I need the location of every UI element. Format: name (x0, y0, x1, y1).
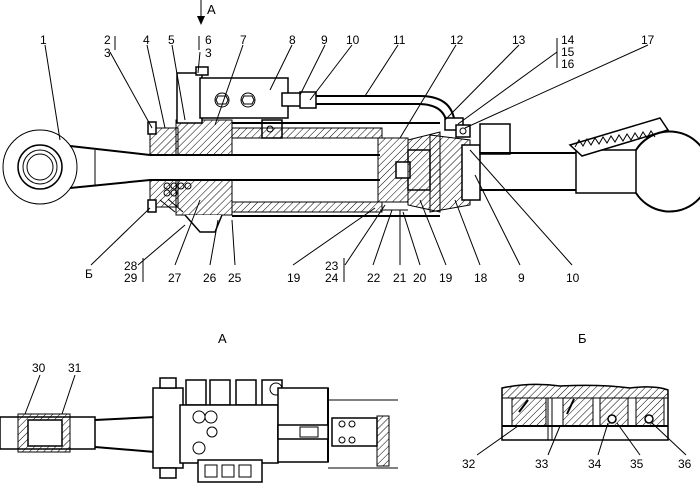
callout-19b: 19 (439, 271, 453, 285)
callout-9b: 9 (518, 271, 525, 285)
main-assembly: А (2, 0, 700, 285)
view-a-arrow: А (197, 0, 216, 25)
callout-3: 3 (104, 46, 111, 60)
detail-a-rod-end (0, 413, 156, 453)
callout-36: 36 (678, 457, 692, 471)
callout-3b: 3 (205, 46, 212, 60)
callout-18: 18 (474, 271, 488, 285)
detail-a-leaders (24, 374, 76, 415)
piston-rod (94, 150, 380, 185)
callout-20: 20 (413, 271, 427, 285)
callout-24: 24 (325, 271, 339, 285)
callout-2: 2 (104, 33, 111, 47)
detail-a-tube-and-port (277, 387, 398, 469)
callout-30: 30 (32, 361, 46, 375)
detail-a-valve-block (179, 382, 283, 483)
detail-b-section (501, 383, 669, 441)
callout-9: 9 (321, 33, 328, 47)
top-leaders (44, 36, 649, 141)
rear-cap (407, 123, 511, 213)
callout-10b: 10 (566, 271, 580, 285)
callout-13: 13 (512, 33, 526, 47)
view-a-marker: А (207, 2, 216, 17)
callout-5: 5 (168, 33, 175, 47)
callout-27: 27 (168, 271, 182, 285)
callout-15: 15 (561, 45, 575, 59)
callout-28: 28 (124, 259, 138, 273)
callout-33: 33 (535, 457, 549, 471)
detail-b-leaders (476, 422, 687, 456)
callout-12: 12 (450, 33, 464, 47)
callout-16: 16 (561, 57, 575, 71)
callout-31: 31 (68, 361, 82, 375)
callout-6: 6 (205, 33, 212, 47)
front-gland (147, 119, 233, 233)
callout-11: 11 (393, 33, 406, 47)
left-eye-lug (2, 129, 151, 205)
callout-10: 10 (346, 33, 360, 47)
detail-a-title: А (218, 331, 227, 346)
callout-19a: 19 (287, 271, 301, 285)
callout-17: 17 (641, 33, 655, 47)
callout-8: 8 (289, 33, 296, 47)
callout-29: 29 (124, 271, 138, 285)
callout-22: 22 (367, 271, 381, 285)
callout-b-section: Б (85, 267, 93, 281)
bottom-callouts: Б 28 29 27 26 25 19 23 24 22 21 20 19 18… (85, 259, 580, 285)
oil-pipe (299, 91, 464, 131)
callout-23: 23 (325, 259, 339, 273)
detail-a: А (0, 331, 398, 483)
callout-1: 1 (40, 33, 47, 47)
callout-14: 14 (561, 33, 575, 47)
callout-25: 25 (228, 271, 242, 285)
callout-34: 34 (588, 457, 602, 471)
callout-4: 4 (143, 33, 150, 47)
callout-35: 35 (630, 457, 644, 471)
detail-b: Б 32 33 34 35 36 (462, 331, 692, 471)
seal-rings-lower (163, 182, 192, 197)
rear-clevis (480, 117, 700, 213)
detail-b-title: Б (578, 331, 587, 346)
callout-32: 32 (462, 457, 476, 471)
callout-7: 7 (240, 33, 247, 47)
callout-26: 26 (203, 271, 217, 285)
callout-21: 21 (393, 271, 407, 285)
bottom-leaders (90, 149, 573, 282)
top-callouts: 1 2 3 4 5 6 3 7 8 9 10 11 12 13 14 15 16… (40, 33, 655, 71)
cylinder-tube (231, 122, 440, 217)
